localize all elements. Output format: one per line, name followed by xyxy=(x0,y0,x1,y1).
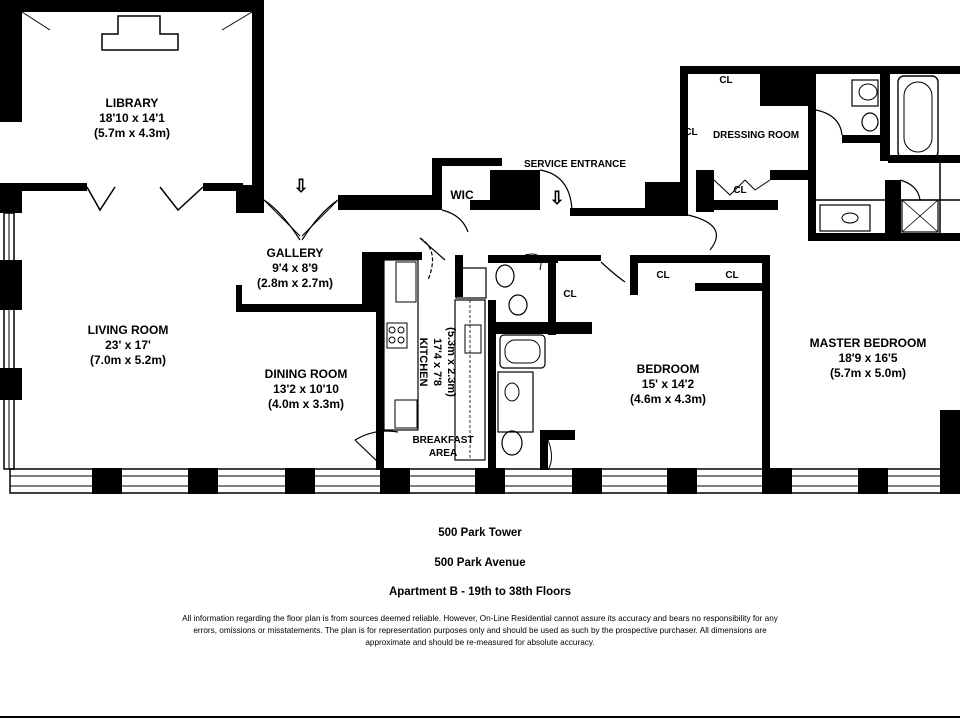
closet-label: CL xyxy=(656,270,669,281)
building-name: 500 Park Tower xyxy=(438,527,522,539)
library-label: LIBRARY 18'10 x 14'1 (5.7m x 4.3m) xyxy=(94,96,170,140)
fixtures xyxy=(21,11,939,471)
service-entrance-label: SERVICE ENTRANCE xyxy=(524,159,626,170)
svg-text:GALLERY: GALLERY xyxy=(267,246,324,260)
svg-text:(5.7m x 5.0m): (5.7m x 5.0m) xyxy=(830,366,906,380)
svg-text:MASTER BEDROOM: MASTER BEDROOM xyxy=(810,336,927,350)
svg-text:13'2 x 10'10: 13'2 x 10'10 xyxy=(273,382,339,396)
bedroom-label: BEDROOM 15' x 14'2 (4.6m x 4.3m) xyxy=(630,362,706,406)
footer: 500 Park Tower 500 Park Avenue Apartment… xyxy=(0,500,960,720)
svg-text:18'9 x 16'5: 18'9 x 16'5 xyxy=(838,351,897,365)
svg-text:17'4 x 7'8: 17'4 x 7'8 xyxy=(431,338,443,386)
svg-text:BEDROOM: BEDROOM xyxy=(637,362,700,376)
floor-plan: LIBRARY 18'10 x 14'1 (5.7m x 4.3m) GALLE… xyxy=(0,0,960,494)
disclaimer: All information regarding the floor plan… xyxy=(182,614,778,647)
closet-label: CL xyxy=(725,270,738,281)
closet-label: CL xyxy=(733,185,746,196)
svg-text:(4.0m x 3.3m): (4.0m x 3.3m) xyxy=(268,397,344,411)
svg-text:18'10 x 14'1: 18'10 x 14'1 xyxy=(99,111,165,125)
svg-text:LIBRARY: LIBRARY xyxy=(106,96,159,110)
dining-room-label: DINING ROOM 13'2 x 10'10 (4.0m x 3.3m) xyxy=(265,367,348,411)
svg-text:(2.8m x 2.7m): (2.8m x 2.7m) xyxy=(257,276,333,290)
closet-label: CL xyxy=(719,75,732,86)
gallery-label: GALLERY 9'4 x 8'9 (2.8m x 2.7m) xyxy=(257,246,333,290)
walls xyxy=(0,0,960,494)
service-arrow-icon: ⇩ xyxy=(549,188,564,208)
closet-label: CL xyxy=(563,289,576,300)
bottom-rule xyxy=(0,716,960,718)
svg-text:23' x 17': 23' x 17' xyxy=(105,338,151,352)
svg-text:BREAKFAST: BREAKFAST xyxy=(412,435,473,446)
svg-text:(7.0m x 5.2m): (7.0m x 5.2m) xyxy=(90,353,166,367)
closet-labels: CL CL CL CL CL CL xyxy=(563,75,746,300)
svg-text:15' x 14'2: 15' x 14'2 xyxy=(642,377,695,391)
breakfast-area-label: BREAKFAST AREA xyxy=(412,435,473,459)
svg-text:KITCHEN: KITCHEN xyxy=(417,338,429,387)
kitchen-label: KITCHEN 17'4 x 7'8 (5.3m x 2.3m) xyxy=(417,327,457,397)
apartment-line: Apartment B - 19th to 38th Floors xyxy=(388,586,572,598)
wic-label: WIC xyxy=(450,188,474,202)
svg-text:(5.3m x 2.3m): (5.3m x 2.3m) xyxy=(445,327,457,397)
svg-text:LIVING ROOM: LIVING ROOM xyxy=(88,323,169,337)
svg-text:AREA: AREA xyxy=(429,448,457,459)
master-bedroom-label: MASTER BEDROOM 18'9 x 16'5 (5.7m x 5.0m) xyxy=(810,336,927,380)
svg-text:(4.6m x 4.3m): (4.6m x 4.3m) xyxy=(630,392,706,406)
svg-text:9'4 x 8'9: 9'4 x 8'9 xyxy=(272,261,318,275)
svg-text:(5.7m x 4.3m): (5.7m x 4.3m) xyxy=(94,126,170,140)
living-room-label: LIVING ROOM 23' x 17' (7.0m x 5.2m) xyxy=(88,323,169,367)
closet-label: CL xyxy=(684,127,697,138)
entry-arrow-icon: ⇩ xyxy=(293,176,308,196)
building-address: 500 Park Avenue xyxy=(434,557,526,569)
dressing-room-label: DRESSING ROOM xyxy=(713,130,799,141)
svg-text:DINING ROOM: DINING ROOM xyxy=(265,367,348,381)
